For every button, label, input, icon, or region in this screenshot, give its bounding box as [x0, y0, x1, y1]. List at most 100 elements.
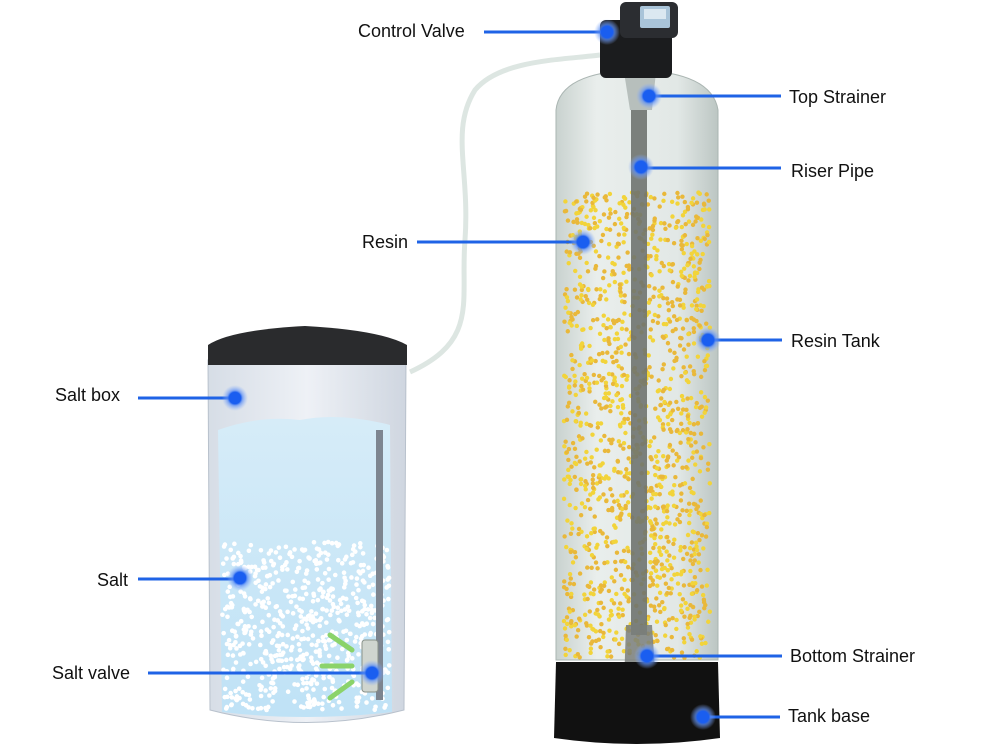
resin-bead: [603, 539, 609, 545]
resin-bead: [620, 506, 625, 512]
resin-bead: [569, 591, 574, 597]
resin-bead: [618, 443, 623, 448]
resin-bead: [574, 454, 579, 460]
resin-bead: [602, 337, 607, 343]
salt-pellet: [277, 620, 283, 626]
salt-pellet: [309, 658, 315, 664]
resin-bead: [567, 390, 572, 395]
salt-pellet: [308, 617, 314, 623]
resin-bead: [578, 481, 584, 487]
resin-bead: [614, 591, 619, 597]
resin-bead: [688, 443, 694, 448]
resin-bead: [567, 320, 572, 326]
resin-bead: [652, 218, 657, 223]
resin-bead: [567, 647, 572, 653]
resin-bead: [584, 375, 590, 381]
resin-bead: [590, 432, 595, 437]
resin-bead: [621, 548, 627, 554]
salt-pellet: [222, 694, 228, 700]
salt-pellet: [310, 633, 316, 638]
resin-bead: [579, 287, 585, 293]
salt-pellet: [362, 632, 368, 637]
resin-bead: [667, 348, 673, 353]
salt-pellet: [360, 568, 366, 574]
resin-bead: [656, 314, 661, 319]
salt-pellet: [246, 642, 252, 647]
resin-bead: [597, 402, 602, 407]
resin-bead: [578, 346, 584, 351]
resin-bead: [625, 373, 630, 379]
resin-bead: [698, 238, 704, 244]
resin-bead: [563, 199, 568, 204]
resin-bead: [654, 257, 659, 262]
resin-bead: [584, 449, 589, 455]
resin-bead: [665, 463, 671, 468]
resin-bead: [568, 477, 573, 483]
resin-bead: [588, 646, 594, 651]
resin-bead: [705, 567, 710, 573]
resin-bead: [702, 394, 708, 400]
resin-bead: [653, 517, 658, 522]
resin-bead: [680, 243, 685, 248]
resin-bead: [693, 404, 699, 410]
resin-bead: [584, 214, 589, 219]
salt-pellet: [273, 550, 279, 555]
resin-bead: [698, 511, 704, 517]
resin-bead: [687, 545, 693, 551]
salt-pellet: [298, 654, 304, 659]
salt-pellet: [386, 647, 392, 652]
resin-bead: [680, 397, 686, 403]
resin-bead: [625, 250, 630, 255]
resin-bead: [660, 334, 665, 339]
resin-bead: [648, 505, 653, 511]
resin-bead: [624, 327, 629, 332]
resin-bead: [650, 223, 656, 229]
resin-bead: [626, 456, 631, 461]
salt-pellet: [242, 594, 248, 599]
salt-pellet: [320, 638, 326, 644]
resin-bead: [699, 584, 705, 589]
resin-bead: [603, 383, 609, 389]
resin-bead: [694, 306, 699, 312]
resin-bead: [679, 393, 685, 399]
resin-bead: [572, 474, 578, 480]
resin-bead: [589, 455, 594, 460]
brine-tube: [408, 52, 601, 375]
salt-pellet: [221, 544, 227, 549]
resin-bead: [625, 588, 630, 593]
resin-bead: [667, 553, 672, 558]
salt-pellet: [237, 643, 243, 649]
resin-bead: [666, 421, 671, 427]
salt-pellet: [335, 605, 341, 611]
resin-bead: [600, 358, 605, 364]
resin-bead: [608, 486, 613, 492]
resin-bead: [572, 549, 578, 555]
resin-bead: [699, 404, 704, 409]
resin-bead: [593, 638, 599, 644]
salt-pellet: [320, 606, 326, 612]
resin-bead: [565, 474, 570, 479]
salt-pellet: [259, 600, 265, 606]
resin-bead: [569, 464, 574, 469]
resin-bead: [588, 591, 594, 596]
resin-bead: [614, 550, 620, 555]
resin-bead: [609, 441, 614, 446]
resin-bead: [691, 368, 696, 374]
resin-bead: [563, 439, 568, 444]
resin-bead: [563, 633, 568, 639]
resin-bead: [648, 603, 654, 608]
resin-bead: [671, 555, 677, 560]
resin-bead: [704, 192, 709, 197]
resin-bead: [706, 278, 712, 284]
label-resin-tank: Resin Tank: [791, 331, 880, 351]
resin-bead: [698, 567, 703, 573]
resin-bead: [651, 545, 656, 551]
resin-bead: [610, 437, 615, 442]
resin-bead: [618, 559, 624, 564]
salt-pellet: [261, 560, 267, 565]
resin-bead: [565, 218, 571, 223]
label-resin: Resin: [362, 232, 409, 252]
resin-bead: [698, 390, 704, 395]
resin-bead: [680, 428, 686, 433]
resin-bead: [680, 508, 685, 513]
